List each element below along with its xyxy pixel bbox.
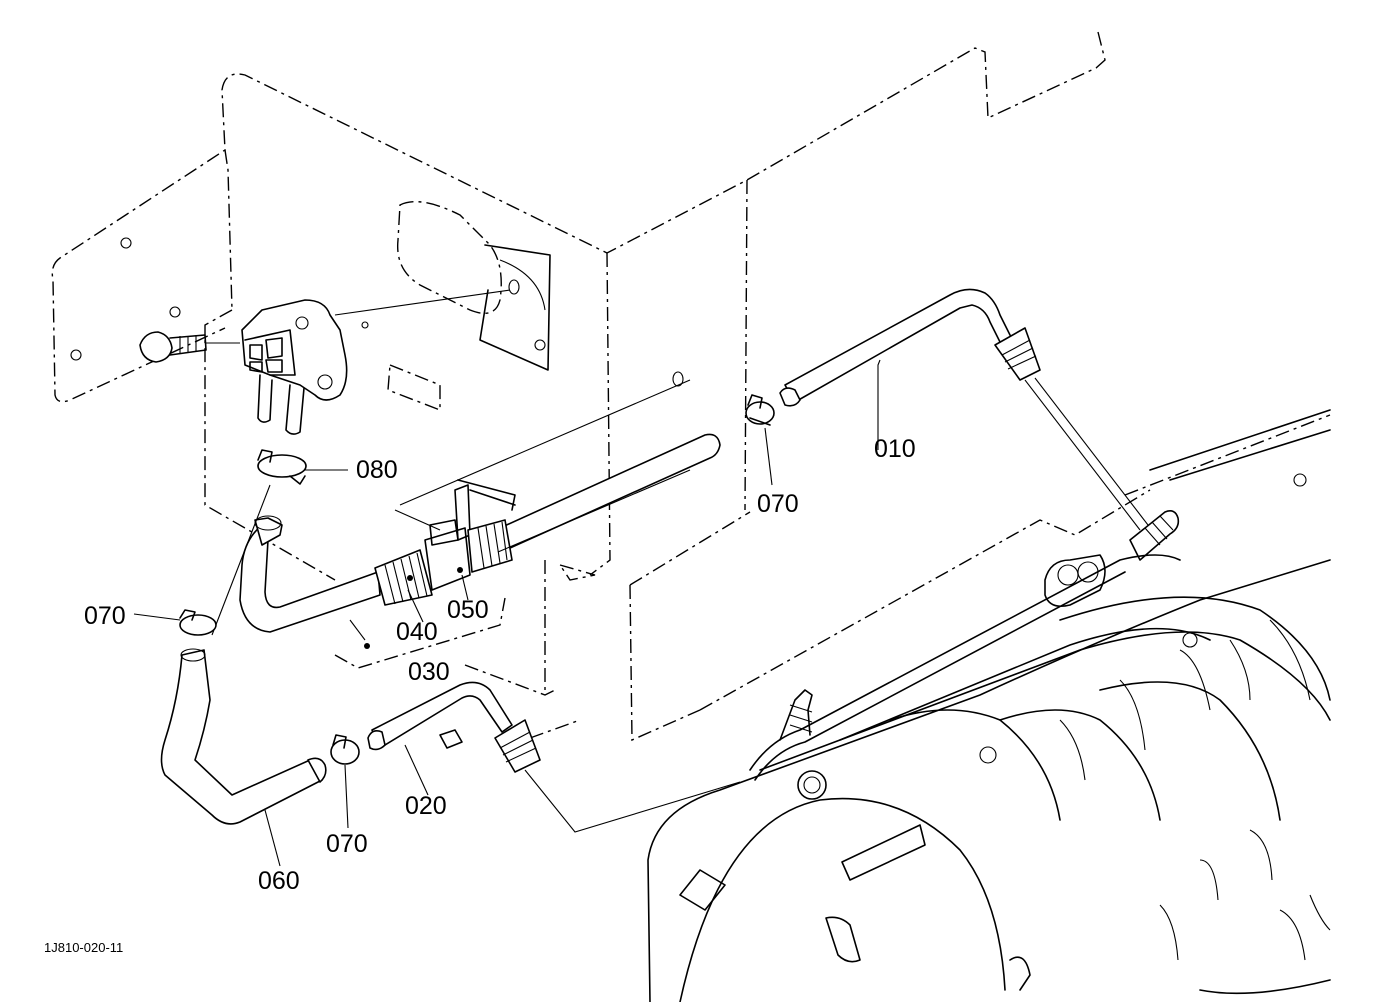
reference-code: 1J810-020-11 [44,940,123,955]
callout-labels: 010 070 080 070 050 040 030 020 070 060 … [44,435,916,955]
pipe-020 [367,681,741,833]
callout-070-upper: 070 [757,490,799,518]
callout-070-left: 070 [84,602,126,630]
hose-060 [160,484,327,825]
clamp-070-left [179,609,217,636]
exhaust-canister [647,409,1331,1002]
callout-070-lower: 070 [326,830,368,858]
pressure-sensor-bracket [139,289,511,435]
callout-010: 010 [874,435,916,463]
frame-panel [51,31,1331,742]
hose-030 [239,379,721,669]
clamp-070-lower [330,734,360,765]
callout-050: 050 [447,596,489,624]
callout-020: 020 [405,792,447,820]
clamp-070-upper [745,394,775,426]
callout-040: 040 [396,618,438,646]
clamps [179,394,775,765]
callout-030: 030 [408,658,450,686]
callout-060: 060 [258,867,300,895]
leader-lines [133,359,881,867]
clamp-080 [257,449,307,485]
callout-080: 080 [356,456,398,484]
pipe-010 [779,288,1149,531]
